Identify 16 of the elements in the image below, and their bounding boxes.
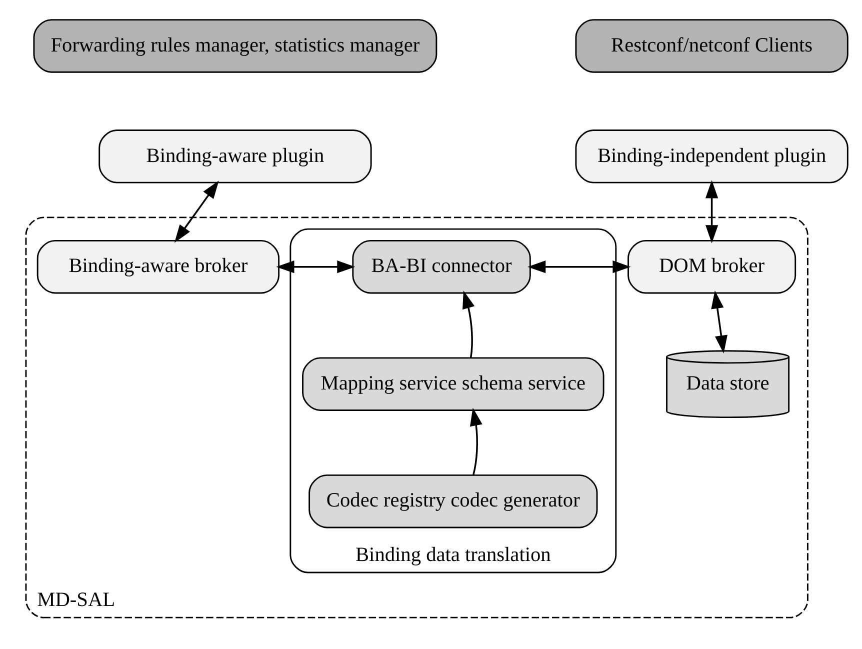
node-box: Binding-aware broker — [36, 240, 280, 294]
node-box: Binding-independent plugin — [575, 130, 848, 184]
arrow — [528, 260, 631, 274]
node-box: Binding-aware plugin — [98, 130, 372, 184]
arrow — [470, 408, 482, 476]
node-box: Forwarding rules manager, statistics manager — [33, 19, 438, 73]
node-box: BA-BI connector — [352, 240, 531, 294]
arrow — [276, 260, 356, 274]
node-box: Codec registry codec generator — [308, 474, 598, 528]
arrow — [711, 290, 728, 354]
arrow — [462, 290, 475, 358]
arrow — [705, 180, 718, 244]
node-box: Mapping service schema service — [302, 357, 604, 411]
node-box: DOM broker — [628, 240, 796, 294]
arrow — [174, 180, 219, 243]
node-box: Restconf/netconf Clients — [575, 19, 848, 73]
